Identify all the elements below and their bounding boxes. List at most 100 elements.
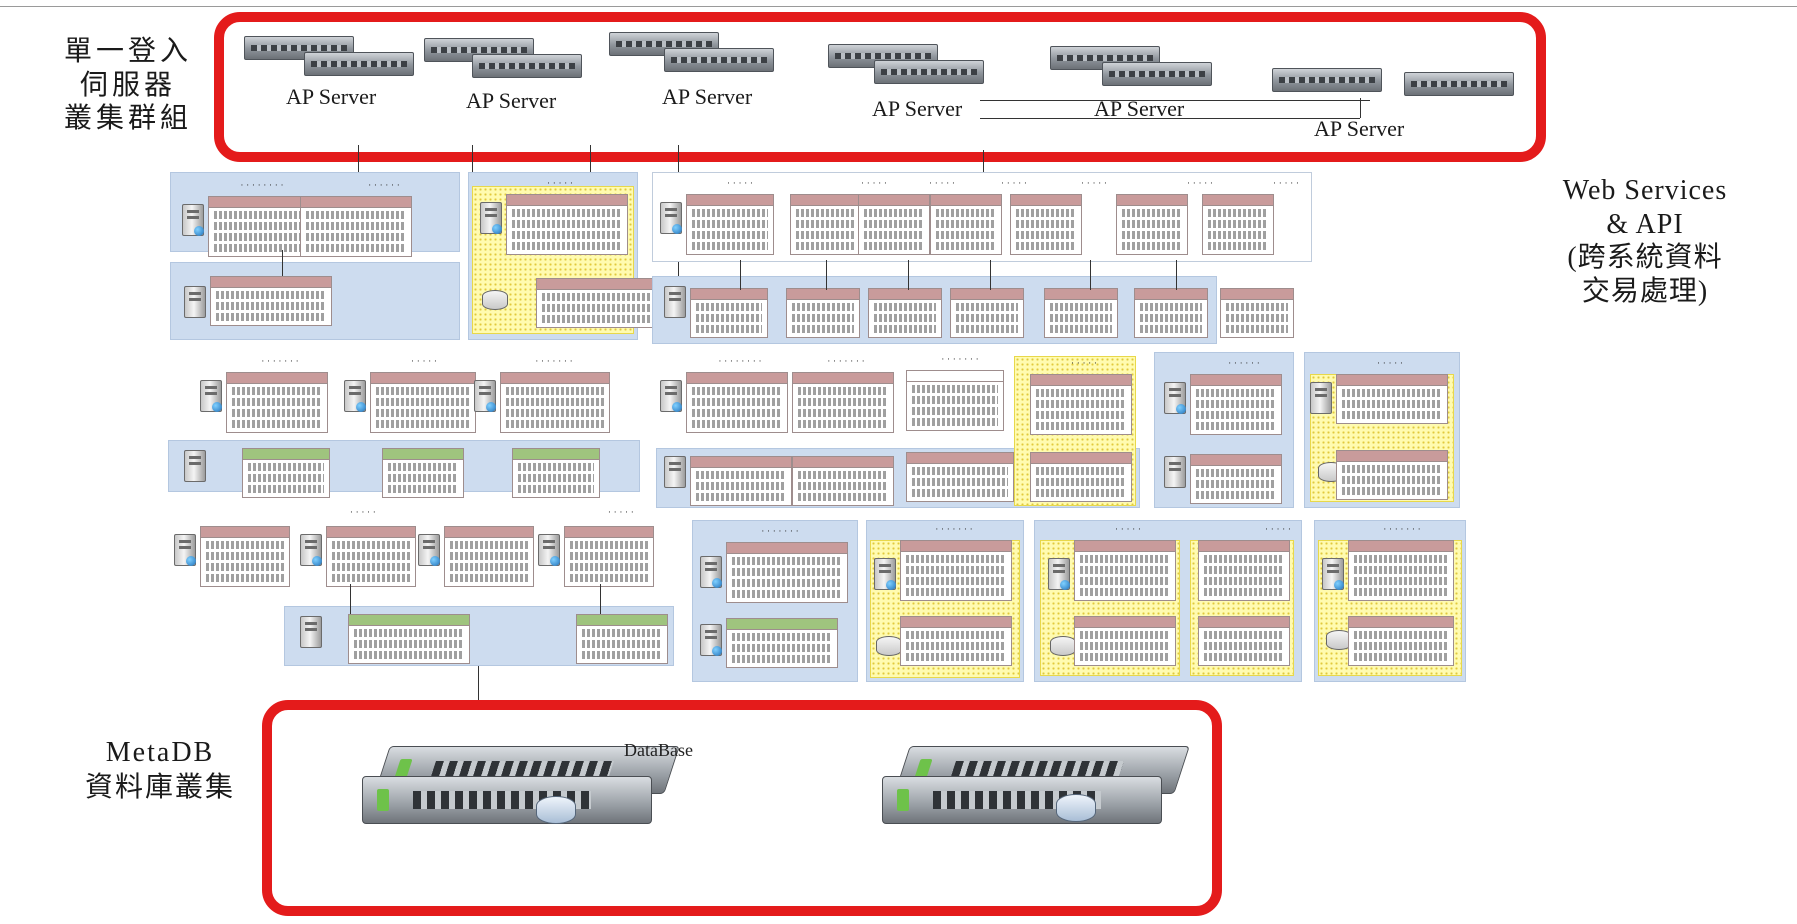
server-node: · · · · · [1116, 178, 1284, 255]
node-card [444, 526, 534, 587]
connector [350, 584, 351, 614]
globe-icon [1334, 580, 1344, 590]
sso-label-line1: 單一登入 [63, 34, 192, 67]
server-node: · · · · · · · [196, 356, 364, 433]
node-card [1336, 374, 1448, 424]
node-card [906, 370, 1004, 431]
globe-icon [356, 402, 366, 412]
node-card [930, 194, 1002, 255]
node-card [900, 540, 1012, 601]
node-card [686, 194, 774, 255]
node-card [790, 194, 862, 255]
ap-server-label: AP Server [872, 96, 963, 121]
connector [908, 260, 909, 290]
connector [590, 145, 591, 173]
node-card [686, 372, 788, 433]
globe-icon [672, 224, 682, 234]
connector [983, 150, 984, 174]
node-card [906, 452, 1014, 502]
node-title: · · · · · [1071, 359, 1097, 369]
connector [282, 250, 283, 276]
connector [1176, 260, 1177, 290]
node-title: · · · · · [929, 179, 955, 189]
cluster-link [980, 100, 1370, 101]
node-card [1348, 616, 1454, 666]
node-card [950, 288, 1024, 338]
rack-server-icon [304, 52, 414, 76]
ap-server-label: AP Server [286, 84, 377, 109]
group-title: · · · · · [608, 508, 634, 518]
ws-label-line1: Web Services [1562, 175, 1728, 206]
connector [478, 666, 479, 706]
server-node: · · · · · [1202, 178, 1370, 255]
server-node: · · · · · [930, 178, 1098, 255]
rack-server-icon [1404, 72, 1514, 96]
top-rule [0, 6, 1797, 7]
connector [358, 145, 359, 173]
node-card [512, 448, 600, 498]
database-icon [482, 290, 508, 310]
node-card [564, 526, 654, 587]
node-card [1116, 194, 1188, 255]
node-card [1074, 540, 1176, 601]
node-card [792, 456, 894, 506]
rack-server-icon [362, 776, 652, 824]
node-card [348, 614, 470, 664]
node-card [858, 194, 930, 255]
node-card [506, 194, 628, 255]
node-card [726, 618, 838, 668]
node-card [726, 542, 848, 603]
server-node: · · · · · · · [762, 356, 930, 433]
node-card [792, 372, 894, 433]
tower-server-icon [184, 286, 206, 318]
node-card [1134, 288, 1208, 338]
db-cluster-label: MetaDB 資料庫叢集 [60, 736, 260, 803]
node-card [210, 276, 332, 326]
connector [740, 260, 741, 290]
server-node: · · · · · [476, 178, 644, 255]
tower-server-icon [300, 616, 322, 648]
node-card [1190, 374, 1282, 435]
node-title: · · · · · · · [261, 357, 299, 367]
ws-label-line4: 交易處理) [1581, 275, 1709, 307]
server-node: · · · · · · [1160, 358, 1328, 435]
server-node: · · · · · [790, 178, 958, 255]
server-node: · · · · · [1044, 524, 1212, 601]
node-card [900, 616, 1012, 666]
ap-server-label: AP Server [1314, 116, 1405, 141]
server-node: · · · · · [1000, 358, 1168, 435]
node-title: · · · · · [1115, 525, 1141, 535]
node-title: · · · · · [1265, 525, 1291, 535]
node-title: · · · · · [1081, 179, 1107, 189]
node-title: · · · · · [547, 179, 573, 189]
node-title: · · · · · · · [535, 357, 573, 367]
node-title: · · · · · [1273, 179, 1299, 189]
node-title: · · · · · · · [1383, 525, 1421, 535]
node-title: · · · · · · · [941, 355, 979, 365]
tower-server-icon [184, 450, 206, 482]
node-card [1198, 540, 1290, 601]
server-node: · · · · · · · · [178, 180, 346, 257]
server-node: · · · · · [1010, 178, 1178, 255]
ws-label-line2: & API [1606, 208, 1684, 240]
globe-icon [430, 556, 440, 566]
rack-server-icon [664, 48, 774, 72]
globe-icon [1176, 404, 1186, 414]
database-icon [1056, 794, 1096, 822]
node-title: · · · · · [1377, 359, 1403, 369]
sso-label-line3: 叢集群組 [63, 101, 192, 135]
tower-server-icon [1164, 456, 1186, 488]
node-title: · · · · · · [1228, 359, 1260, 369]
sso-server-cluster: AP Server AP Server AP Server AP Server … [214, 12, 1546, 162]
globe-icon [672, 402, 682, 412]
database-icon [876, 636, 902, 656]
node-card [1074, 616, 1176, 666]
globe-icon [712, 578, 722, 588]
node-card [536, 278, 658, 328]
server-node: · · · · · · · [696, 526, 864, 603]
node-card [500, 372, 610, 433]
node-card [226, 372, 328, 433]
globe-icon [492, 224, 502, 234]
cluster-link [1360, 98, 1361, 118]
group-title: · · · · · [350, 508, 376, 518]
